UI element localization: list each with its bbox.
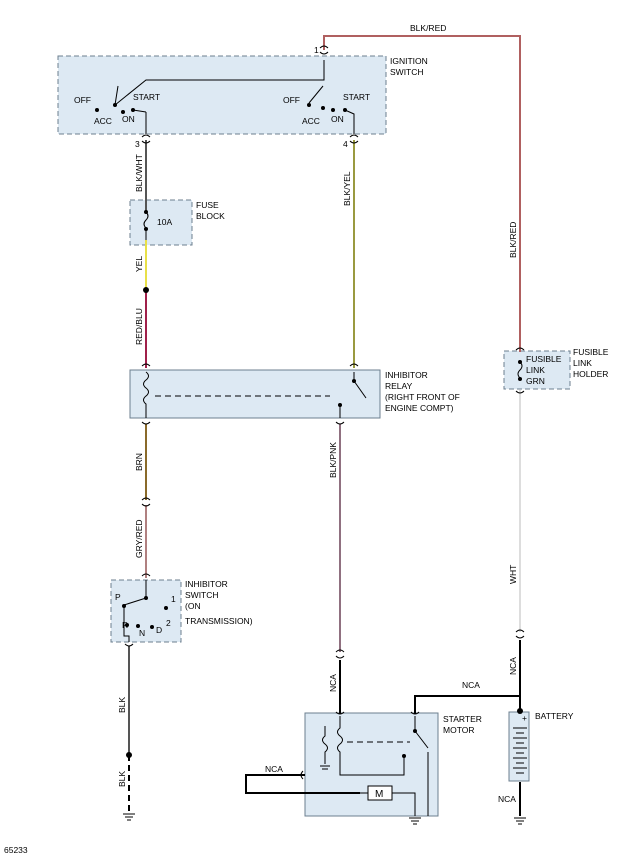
ign-pin4: 4 [343,139,348,149]
ign-right-off: OFF [283,95,300,105]
battery-label: BATTERY [535,711,574,721]
label-red-blu: RED/BLU [134,308,144,345]
ignition-switch-label-1: IGNITION [390,56,428,66]
ign-pin3: 3 [135,139,140,149]
inhibitor-relay-label-1: INHIBITOR [385,370,428,380]
ignition-switch-internals [95,60,355,134]
fusible-link-holder-1: FUSIBLE [573,347,609,357]
inhibitor-switch-label-2: SWITCH [185,590,219,600]
inhibitor-relay-box [129,369,381,419]
fusible-link-label-1: FUSIBLE [526,354,562,364]
fusible-link-label-3: GRN [526,376,545,386]
inhibitor-switch-label-3: (ON [185,601,201,611]
fusible-link-icon [517,360,523,381]
battery-icon [513,708,527,774]
fusible-link-holder-3: HOLDER [573,369,608,379]
ignition-switch-label-2: SWITCH [390,67,424,77]
label-blk-red-top: BLK/RED [410,23,446,33]
starter-motor-label-2: MOTOR [443,725,474,735]
inhibitor-switch-label-1: INHIBITOR [185,579,228,589]
relay-coil-icon [143,371,367,418]
inhibitor-switch-internals [122,580,168,642]
label-wht: WHT [508,565,518,584]
inhibitor-switch-label-4: TRANSMISSION) [185,616,253,626]
ground-symbol-battery [514,817,526,825]
figure-id: 65233 [4,845,28,855]
label-blk-1: BLK [117,697,127,713]
label-nca-starter-feed: NCA [328,674,338,692]
ignition-switch-box [57,55,387,135]
fuse-block-label-1: FUSE [196,200,219,210]
ign-pin1: 1 [314,45,319,55]
label-blk-red-side: BLK/RED [508,222,518,258]
wire-nca-starter-top [414,695,521,714]
label-gry-red: GRY/RED [134,519,144,558]
ign-left-start: START [133,92,160,102]
inhibitor-relay-label-2: RELAY [385,381,413,391]
label-blk-wht: BLK/WHT [134,154,144,192]
ign-right-start: START [343,92,370,102]
label-nca-battery-top: NCA [462,680,480,690]
starter-motor-internals [320,716,429,816]
label-nca-battery-side: NCA [508,657,518,675]
inh-pos-r: R [122,620,128,630]
blk-splice-dot [126,752,132,758]
motor-symbol: M [375,789,383,800]
fuse-block-box [129,199,193,246]
starter-motor-label-1: STARTER [443,714,482,724]
connector-marks [124,45,525,780]
ign-left-on: ON [122,114,135,124]
ign-right-acc: ACC [302,116,320,126]
label-nca-battery-ground: NCA [498,794,516,804]
fusible-link-box [503,350,571,390]
ground-symbol-inhibitor [123,813,135,821]
battery-plus: + [522,713,527,723]
inh-pos-d: D [156,625,162,635]
fuse-rating: 10A [157,217,172,227]
ground-symbol-starter [409,817,421,825]
ign-right-on: ON [331,114,344,124]
inh-pos-1: 1 [171,594,176,604]
fusible-link-holder-2: LINK [573,358,592,368]
ign-left-off: OFF [74,95,91,105]
inhibitor-relay-label-4: ENGINE COMPT) [385,403,454,413]
label-yel: YEL [134,256,144,272]
inhibitor-relay-label-3: (RIGHT FRONT OF [385,392,460,402]
label-blk-yel: BLK/YEL [342,171,352,206]
label-nca-starter-ground: NCA [265,764,283,774]
label-blk-pnk: BLK/PNK [328,442,338,478]
splice-dot [143,287,149,293]
label-brn: BRN [134,453,144,471]
wire-nca-starter-loop [245,774,360,794]
ign-left-acc: ACC [94,116,112,126]
label-blk-2: BLK [117,771,127,787]
inh-pos-p: P [115,592,121,602]
inh-pos-n: N [139,628,145,638]
fuse-block-label-2: BLOCK [196,211,225,221]
wire-blk-red [323,35,521,352]
fusible-link-label-2: LINK [526,365,545,375]
inh-pos-2: 2 [166,618,171,628]
fuse-icon [143,210,149,240]
